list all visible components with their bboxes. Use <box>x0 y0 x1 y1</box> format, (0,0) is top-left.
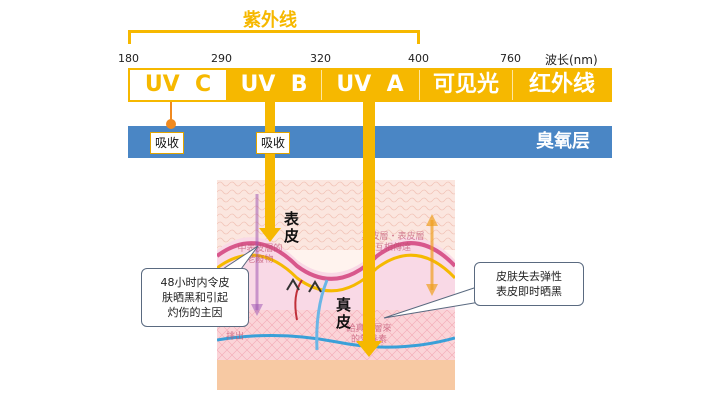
band-divider-1 <box>321 70 322 100</box>
epidermis-label: 表 皮 <box>284 210 300 245</box>
uva-arrow-shaft <box>363 102 375 344</box>
band-divider-3 <box>512 70 513 100</box>
absorb-uvb-label: 吸收 <box>256 132 291 154</box>
uv-group-label: 紫外线 <box>243 10 297 31</box>
tick-290: 290 <box>211 52 232 65</box>
band-divider-2 <box>419 70 420 100</box>
band-infrared-label: 红外线 <box>528 72 595 97</box>
skin-faint-left: 中表皮層的 老廢物 <box>237 244 283 265</box>
tick-400: 400 <box>408 52 429 65</box>
callout-uvb-effect: 48小时内令皮 肤晒黑和引起 灼伤的主因 <box>141 268 249 327</box>
uvc-arrow-dot <box>166 119 176 129</box>
band-uvc: UV C <box>130 70 228 100</box>
wavelength-unit: 波长(nm) <box>545 53 598 67</box>
uv-group-bracket <box>128 30 420 44</box>
band-uvc-label: UV C <box>144 72 212 97</box>
band-visible-label: 可见光 <box>432 72 499 97</box>
band-uvb-label: UV B <box>240 72 308 97</box>
uvb-arrow-head <box>259 228 281 242</box>
uvb-arrow-shaft <box>265 102 275 230</box>
band-uva-label: UV A <box>336 72 404 97</box>
tick-320: 320 <box>310 52 331 65</box>
skin-faint-exit: 排出 <box>226 332 245 342</box>
callout-uva-effect: 皮肤失去弹性 表皮即时晒黑 <box>474 262 584 306</box>
uvc-arrow <box>170 102 172 126</box>
tick-180: 180 <box>118 52 139 65</box>
absorb-uvc-label: 吸收 <box>150 132 185 154</box>
skin-faint-right: 真皮層・表皮層 互相傳達 <box>361 232 425 253</box>
skin-illustration <box>217 180 455 390</box>
callout-uva-pointer <box>383 285 481 319</box>
uva-arrow-head <box>356 341 382 357</box>
tick-760: 760 <box>500 52 521 65</box>
ozone-label: 臭氧层 <box>536 131 590 152</box>
dermis-label: 真 皮 <box>336 296 352 331</box>
